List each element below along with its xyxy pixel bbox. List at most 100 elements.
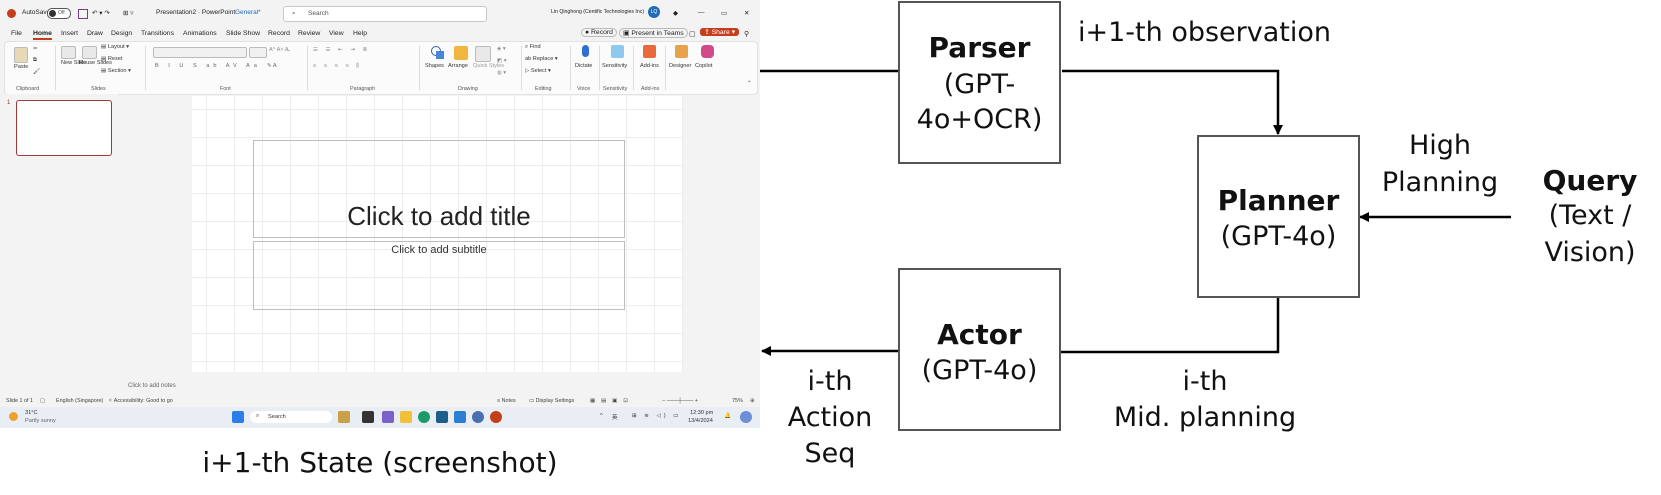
record-button[interactable]: ● Record <box>581 28 617 37</box>
dictate-icon[interactable] <box>582 45 589 57</box>
shape-effects-icon[interactable]: ◍ ▾ <box>497 70 507 76</box>
view-buttons[interactable]: ▦▤▣⊡ <box>590 398 634 404</box>
designer-icon[interactable] <box>675 45 688 58</box>
layout-button[interactable]: ▤ Layout ▾ <box>101 44 130 50</box>
undo-icon[interactable]: ↶ ▾ ↷ <box>92 10 110 17</box>
present-in-teams-button[interactable]: ▣ Present in Teams <box>619 28 688 38</box>
save-icon[interactable] <box>78 9 88 19</box>
zoom-slider[interactable]: − ───┼─── + <box>662 398 699 404</box>
zoom-level[interactable]: 75% <box>732 398 743 404</box>
sensitivity-button-label[interactable]: Sensitivity <box>602 63 628 69</box>
comments-icon[interactable]: ▢ <box>689 31 696 38</box>
copilot-pin-icon[interactable]: ⚲ <box>744 31 749 38</box>
avatar[interactable]: LQ <box>648 6 660 18</box>
subtitle-placeholder[interactable]: Click to add subtitle <box>253 241 625 310</box>
tab-review[interactable]: Review <box>298 30 321 37</box>
clock-time[interactable]: 12:30 pm <box>690 410 714 416</box>
spellcheck-icon[interactable]: ▢ <box>40 398 46 404</box>
start-icon[interactable] <box>232 411 244 423</box>
shapes-label[interactable]: Shapes <box>425 63 444 69</box>
tab-insert[interactable]: Insert <box>61 30 78 37</box>
section-button[interactable]: ▤ Section ▾ <box>101 68 131 74</box>
new-slide-label[interactable]: New Slide <box>61 60 87 66</box>
copilot-icon[interactable] <box>701 45 714 58</box>
list-icons[interactable]: ☰ ☰ ⇤ ⇥ ≣ <box>313 47 371 53</box>
copy-icon[interactable]: ⧉ <box>33 57 37 63</box>
font-grow-icon[interactable]: A^ A˅ A̶ <box>269 47 289 53</box>
ribbon-collapse-icon[interactable]: ⌄ <box>747 78 752 84</box>
reuse-slides-icon[interactable] <box>82 46 97 59</box>
format-painter-icon[interactable]: 🖌 <box>33 69 41 75</box>
tab-design[interactable]: Design <box>111 30 133 37</box>
quick-styles-label[interactable]: Quick Styles <box>473 63 505 69</box>
clock-date[interactable]: 13/4/2024 <box>688 418 713 424</box>
input-language[interactable]: 英 <box>612 415 618 421</box>
addins-icon[interactable] <box>643 45 656 58</box>
sensitivity-label[interactable]: General* <box>235 9 261 16</box>
align-icons[interactable]: ≡ ≡ ≡ ≡ ⫼ <box>313 63 362 69</box>
customize-icon[interactable]: ⊞ ▿ <box>123 10 134 17</box>
tab-view[interactable]: View <box>329 30 344 37</box>
microsoft-app-icon[interactable] <box>338 411 350 423</box>
close-icon[interactable]: ✕ <box>744 10 750 17</box>
paste-label[interactable]: Paste <box>14 64 29 70</box>
shapes-icon[interactable] <box>431 46 445 60</box>
font-size-select[interactable] <box>249 47 267 58</box>
quick-styles-icon[interactable] <box>475 46 491 62</box>
maximize-icon[interactable]: ▭ <box>721 10 728 17</box>
tab-slide-show[interactable]: Slide Show <box>226 30 261 37</box>
arrange-label[interactable]: Arrange <box>448 63 468 69</box>
powerpoint-taskbar-icon[interactable] <box>490 411 502 423</box>
reset-button[interactable]: ▤ Reset <box>101 56 123 62</box>
shape-outline-icon[interactable]: ◩ ▾ <box>497 58 507 64</box>
notes-placeholder[interactable]: Click to add notes <box>128 383 176 389</box>
notification-bell-icon[interactable]: 🔔 <box>724 413 731 419</box>
tray-chevron-icon[interactable]: ^ <box>600 413 603 419</box>
reuse-slides-label[interactable]: Reuse Slides <box>79 60 112 66</box>
vscode-icon[interactable] <box>454 411 466 423</box>
shape-fill-icon[interactable]: ◈ ▾ <box>497 46 506 52</box>
tab-file[interactable]: File <box>11 30 22 37</box>
display-settings-button[interactable]: ▭ Display Settings <box>529 398 575 404</box>
weather-icon[interactable] <box>9 412 18 421</box>
tab-animations[interactable]: Animations <box>183 30 217 37</box>
copilot-tray-icon[interactable] <box>740 411 752 423</box>
autosave-toggle[interactable] <box>47 8 71 19</box>
designer-label[interactable]: Designer <box>669 63 692 69</box>
edge-icon[interactable] <box>418 411 430 423</box>
notes-button[interactable]: ≡ Notes <box>497 398 516 404</box>
tab-record[interactable]: Record <box>268 30 290 37</box>
language-status[interactable]: English (Singapore) <box>56 398 104 404</box>
copilot-taskbar-icon[interactable] <box>382 411 394 423</box>
tab-draw[interactable]: Draw <box>87 30 103 37</box>
select-button[interactable]: ▷ Select ▾ <box>525 68 551 74</box>
search-box[interactable]: ⌕ Search <box>283 6 487 22</box>
accessibility-status[interactable]: ✧ Accessibility: Good to go <box>108 398 173 404</box>
fit-slide-icon[interactable]: ⊕ <box>750 398 755 404</box>
taskbar-search[interactable]: ⌕ Search <box>250 411 332 423</box>
tab-transitions[interactable]: Transitions <box>141 30 174 37</box>
copilot-label[interactable]: Copilot <box>695 63 713 69</box>
store-icon[interactable] <box>436 411 448 423</box>
task-view-icon[interactable] <box>362 411 374 423</box>
new-slide-icon[interactable] <box>61 46 76 59</box>
minimize-icon[interactable]: — <box>698 9 705 16</box>
arrange-icon[interactable] <box>454 46 468 60</box>
sensitivity-icon[interactable] <box>611 45 624 58</box>
find-button[interactable]: ⌕ Find <box>525 44 541 50</box>
ribbon-options-icon[interactable]: ◆ <box>673 10 678 17</box>
file-explorer-icon[interactable] <box>400 411 412 423</box>
cut-icon[interactable]: ✂ <box>33 46 38 52</box>
title-placeholder[interactable]: Click to add title <box>253 140 625 238</box>
dictate-label[interactable]: Dictate <box>575 63 593 69</box>
settings-icon[interactable] <box>472 411 484 423</box>
paste-icon[interactable] <box>14 47 28 63</box>
addins-label[interactable]: Add-ins <box>640 63 659 69</box>
font-format-icons[interactable]: B I U S ab AV Aa <box>155 63 261 69</box>
font-color-icon[interactable]: ✎ A <box>267 63 277 69</box>
replace-button[interactable]: ab Replace ▾ <box>525 56 558 62</box>
share-button[interactable]: ⇪ Share ▾ <box>700 28 740 36</box>
tab-help[interactable]: Help <box>353 30 367 37</box>
tab-home[interactable]: Home <box>33 30 52 40</box>
tray-icons[interactable]: ⊞ ≋ ◁) ▭ <box>632 413 682 419</box>
